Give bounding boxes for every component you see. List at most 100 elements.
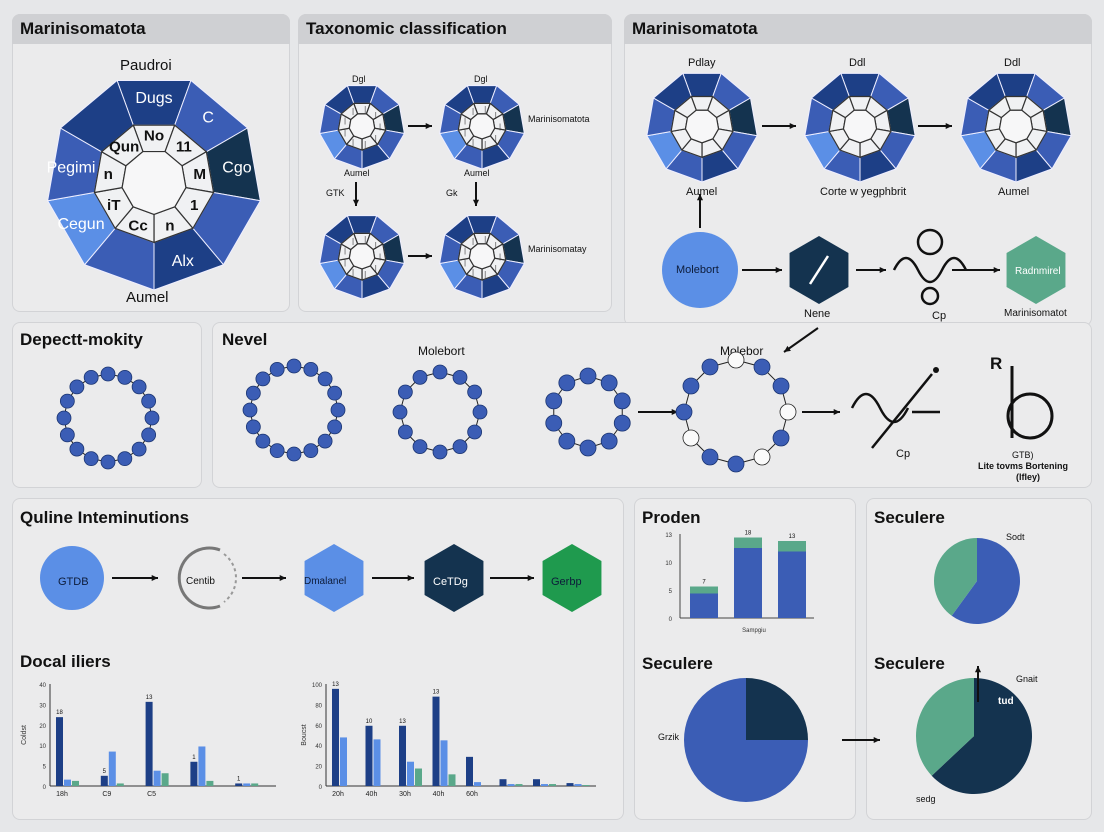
bar [116, 783, 124, 786]
bar [499, 779, 507, 786]
bar [432, 696, 440, 786]
bar [198, 746, 206, 786]
bar [251, 783, 259, 786]
panel-title-2: Seculere [642, 654, 713, 673]
bead [558, 432, 576, 450]
arrow-head [696, 194, 704, 201]
bead [144, 410, 160, 426]
bead [269, 361, 285, 377]
bar [690, 586, 718, 594]
y-tick-label: 0 [43, 785, 47, 791]
wheel-tick: | [464, 248, 466, 255]
wheel-tick: | [344, 260, 346, 267]
pie-slice [951, 538, 1020, 624]
x-tick-label: 40h [366, 791, 378, 798]
wheel-hub [121, 150, 187, 216]
flow-node-label: Gerbp [551, 576, 582, 588]
panel-title: Marinisomatota [12, 14, 290, 44]
bead [779, 403, 797, 421]
bar [64, 779, 71, 786]
wheel-tick: | [344, 130, 346, 137]
pie-label: sedg [916, 794, 936, 804]
wheel-tick: | [484, 106, 486, 113]
bead [245, 385, 261, 401]
bead [83, 451, 99, 467]
bead [317, 433, 333, 449]
wheel-inner-label: M [193, 166, 206, 183]
bead [753, 358, 771, 376]
arrow-head [472, 199, 480, 206]
bar [574, 784, 582, 786]
bead [727, 351, 745, 369]
x-tick-label: 60h [466, 791, 478, 798]
wheel-hub [684, 109, 720, 144]
bar-value-label: 13 [399, 719, 406, 725]
bar [56, 717, 63, 786]
flow-hex-green [542, 544, 602, 612]
wheel-bottom-label: Aumel [126, 289, 169, 306]
wheel-tick: | [495, 266, 497, 273]
flow-open-ring [177, 546, 221, 610]
wheel-top-label: Dgl [352, 74, 366, 84]
circle-node [662, 232, 738, 308]
bead-ring [56, 366, 160, 470]
wheel-tick: | [464, 118, 466, 125]
bead [467, 424, 483, 440]
bar [734, 537, 762, 548]
bead [452, 369, 468, 385]
node-label: Nene [804, 308, 831, 320]
pie-chart [684, 678, 808, 802]
arrow-head [151, 574, 158, 582]
bar [507, 784, 515, 786]
bar [549, 784, 556, 786]
bead [397, 424, 413, 440]
y-tick-label: 40 [315, 744, 322, 750]
circle-node-label: Molebort [676, 264, 719, 276]
bead [432, 444, 448, 460]
symbol-bottom-ring [920, 286, 940, 306]
bead [412, 439, 428, 455]
panel-nevel: Nevel Molebort Molebor Cp R GTB) Lite to… [212, 322, 1092, 488]
wheel-top-label: Ddl [1004, 57, 1021, 69]
symbol-top-ring [916, 228, 944, 256]
bar [474, 782, 481, 786]
bar [332, 688, 339, 786]
bead [286, 358, 302, 374]
arrow-head [425, 252, 432, 260]
bar [566, 783, 574, 786]
wheel-tick: | [352, 108, 354, 115]
wheel-outer-label: Cgo [222, 159, 251, 176]
wheel-tick: | [472, 108, 474, 115]
bead [141, 393, 157, 409]
bead [303, 443, 319, 459]
bead [69, 441, 85, 457]
wheel-inner-label: 1 [190, 197, 199, 214]
wheel-tick: | [495, 136, 497, 143]
arrow-label: GTK [326, 188, 345, 198]
bead [303, 361, 319, 377]
wheel-tick: | [344, 248, 346, 255]
x-tick-label: 20h [332, 791, 344, 798]
bar [145, 701, 153, 786]
pie-label: tud [998, 696, 1014, 707]
wheel-inner-label: 11 [176, 138, 193, 155]
wheel-top-label: Ddl [849, 57, 866, 69]
wheel-tick: | [352, 140, 354, 147]
wheel-tick: | [375, 242, 377, 249]
bead [327, 419, 343, 435]
wheel-tick: | [484, 272, 486, 279]
panel-depectt-mokity: Depectt-mokity [12, 322, 202, 488]
x-tick-label: 18h [56, 791, 68, 798]
bead [317, 371, 333, 387]
wheel-tick: | [495, 242, 497, 249]
bar [235, 783, 243, 786]
caption-line: Lite tovms Bortening [978, 461, 1069, 471]
pie-slice [934, 538, 977, 616]
panel-title: Nevel [222, 330, 268, 349]
bead [472, 404, 488, 420]
wheel-tick: | [379, 254, 381, 261]
wheel-tick: | [375, 136, 377, 143]
bar-value-label: 1 [237, 776, 241, 782]
wheel-tick: | [375, 266, 377, 273]
